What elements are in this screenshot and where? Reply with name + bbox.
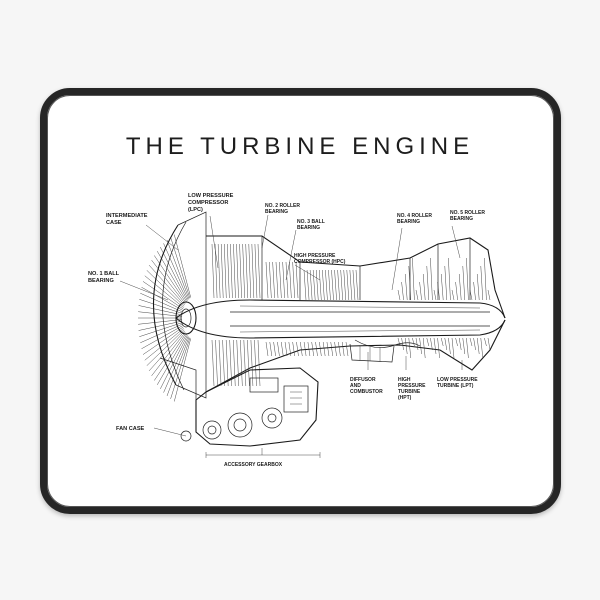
- svg-text:NO. 1 BALL: NO. 1 BALL: [88, 271, 120, 277]
- svg-text:BEARING: BEARING: [297, 225, 320, 231]
- svg-text:HIGH PRESSURE: HIGH PRESSURE: [294, 253, 336, 259]
- label-intermediate-case: INTERMEDIATE CASE: [106, 213, 148, 226]
- svg-text:COMPRESSOR: COMPRESSOR: [188, 200, 228, 206]
- svg-text:TURBINE (LPT): TURBINE (LPT): [437, 383, 474, 389]
- svg-text:AND: AND: [350, 383, 361, 389]
- diagram-title: THE TURBINE ENGINE: [125, 133, 475, 160]
- label-lpc: LOW PRESSURE COMPRESSOR (LPC): [188, 193, 234, 213]
- svg-text:(LPC): (LPC): [188, 207, 203, 213]
- svg-text:COMBUSTOR: COMBUSTOR: [350, 389, 383, 395]
- label-hpc: HIGH PRESSURE COMPRESSOR (HPC): [294, 253, 346, 265]
- svg-text:NO. 4 ROLLER: NO. 4 ROLLER: [397, 213, 432, 219]
- accessory-gearbox: [159, 357, 319, 447]
- svg-text:NO. 3 BALL: NO. 3 BALL: [297, 219, 325, 225]
- svg-text:BEARING: BEARING: [265, 209, 288, 215]
- label-hpt: HIGH PRESSURE TURBINE (HPT): [398, 377, 426, 401]
- compressor-stages: [211, 243, 359, 387]
- label-no2-roller-bearing: NO. 2 ROLLER BEARING: [265, 203, 300, 215]
- svg-text:LOW PRESSURE: LOW PRESSURE: [437, 377, 478, 383]
- svg-text:INTERMEDIATE: INTERMEDIATE: [106, 213, 148, 219]
- label-fan-case: FAN CASE: [116, 426, 145, 432]
- svg-text:(HPT): (HPT): [398, 395, 412, 401]
- svg-text:TURBINE: TURBINE: [398, 389, 421, 395]
- fan-case-outline: [152, 224, 179, 386]
- svg-text:LOW PRESSURE: LOW PRESSURE: [188, 193, 234, 199]
- svg-text:BEARING: BEARING: [450, 216, 473, 222]
- label-no4-roller-bearing: NO. 4 ROLLER BEARING: [397, 213, 432, 225]
- fan-blades: [138, 234, 191, 402]
- svg-text:BEARING: BEARING: [397, 219, 420, 225]
- svg-text:COMPRESSOR (HPC): COMPRESSOR (HPC): [294, 259, 346, 265]
- svg-text:PRESSURE: PRESSURE: [398, 383, 426, 389]
- label-diffusor-combustor: DIFFUSOR AND COMBUSTOR: [350, 377, 383, 395]
- svg-text:BEARING: BEARING: [88, 278, 114, 284]
- svg-text:NO. 5 ROLLER: NO. 5 ROLLER: [450, 210, 485, 216]
- leader-lines: [119, 214, 463, 458]
- svg-text:NO. 2 ROLLER: NO. 2 ROLLER: [265, 203, 300, 209]
- label-lpt: LOW PRESSURE TURBINE (LPT): [437, 377, 478, 389]
- turbine-stages: [397, 257, 491, 359]
- label-accessory-gearbox: ACCESSORY GEARBOX: [224, 462, 283, 468]
- svg-text:HIGH: HIGH: [398, 377, 411, 383]
- label-no5-roller-bearing: NO. 5 ROLLER BEARING: [450, 210, 485, 222]
- label-no1-ball-bearing: NO. 1 BALL BEARING: [88, 271, 120, 284]
- svg-text:CASE: CASE: [106, 220, 122, 226]
- engine-shaft: [175, 299, 506, 339]
- label-no3-ball-bearing: NO. 3 BALL BEARING: [297, 219, 325, 231]
- engine-casing: [205, 235, 506, 393]
- svg-text:DIFFUSOR: DIFFUSOR: [350, 377, 376, 383]
